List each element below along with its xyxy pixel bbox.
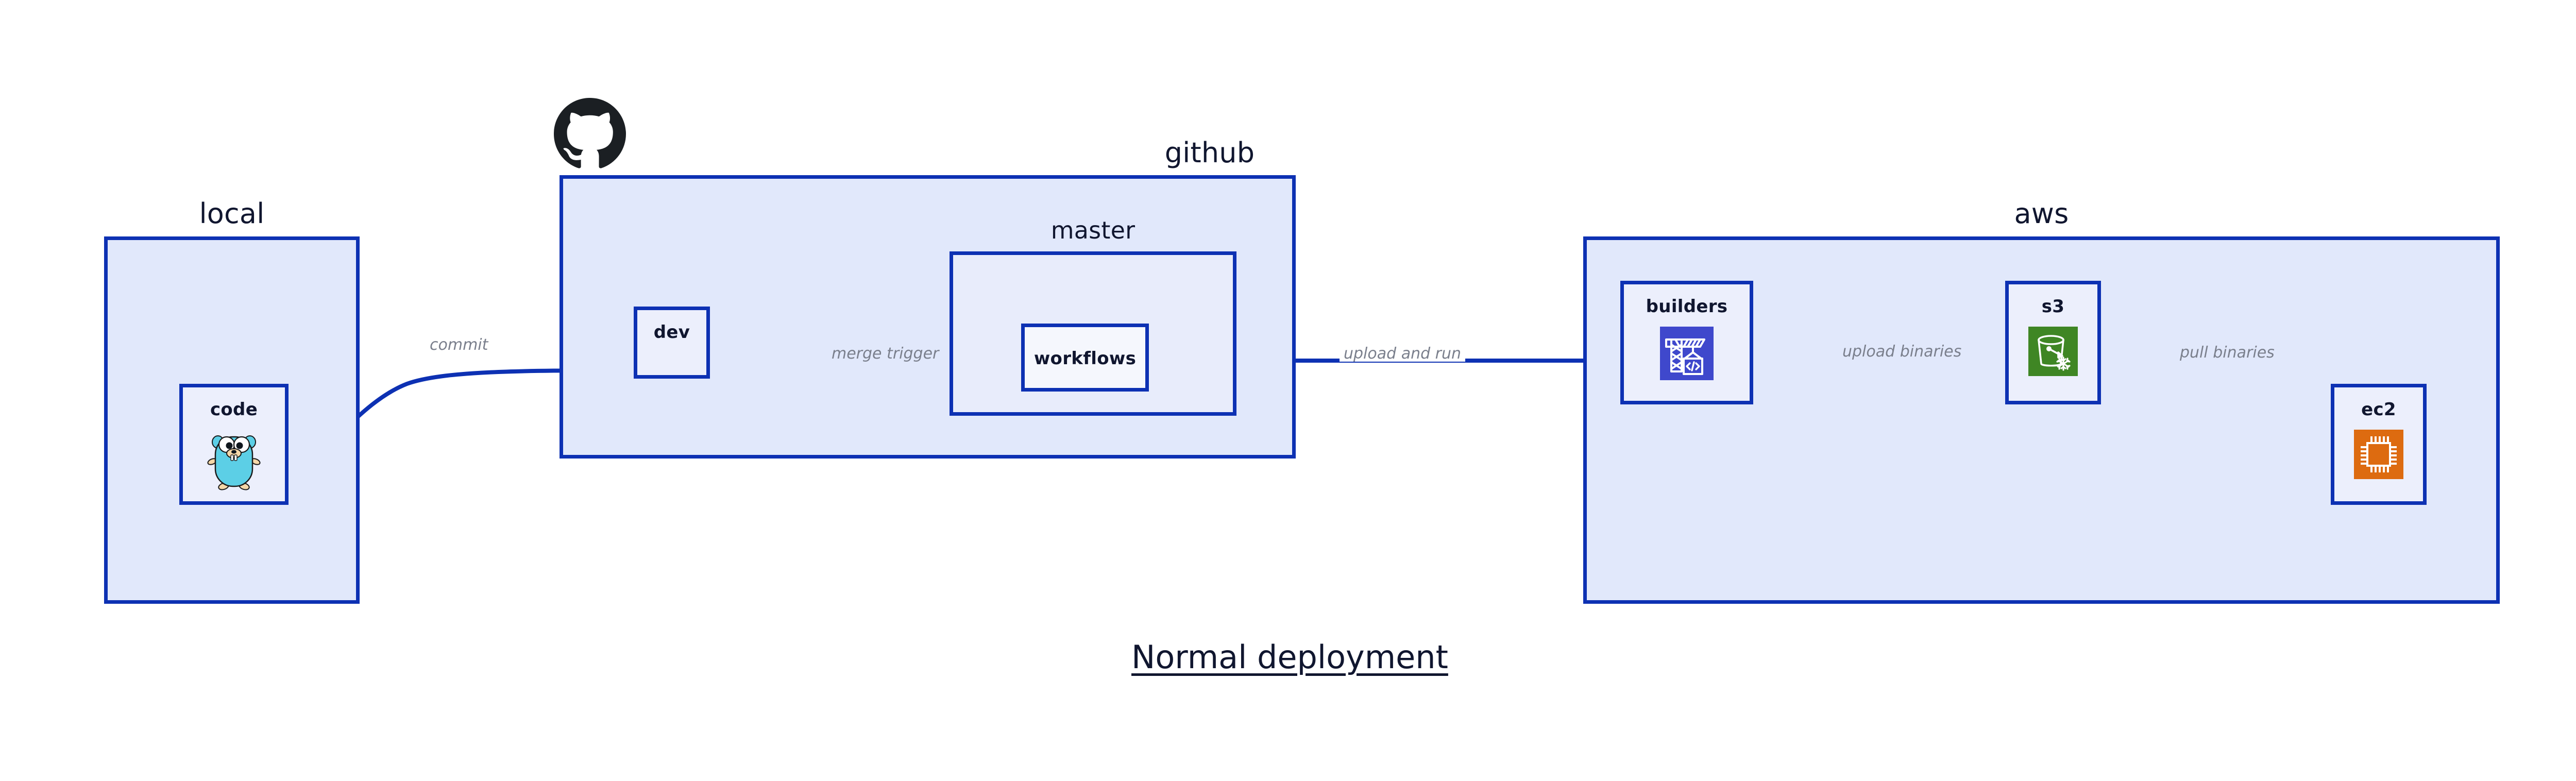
node-s3[interactable]: s3 — [2005, 281, 2101, 404]
edge-label-upload-and-run: upload and run — [1340, 346, 1466, 362]
node-ec2[interactable]: ec2 — [2331, 384, 2427, 505]
zone-label-master: master — [1050, 216, 1136, 244]
node-ec2-label: ec2 — [2361, 399, 2396, 420]
node-workflows-label: workflows — [1033, 348, 1137, 369]
aws-codebuild-crane-icon — [1660, 327, 1714, 380]
node-s3-label: s3 — [2041, 296, 2065, 317]
aws-ec2-chip-icon — [2354, 430, 2403, 479]
node-workflows[interactable]: workflows — [1021, 324, 1149, 392]
aws-s3-glacier-bucket-icon — [2028, 327, 2078, 376]
edge-label-merge-trigger: merge trigger — [827, 346, 943, 362]
go-gopher-icon — [207, 430, 261, 493]
edge-label-commit: commit — [427, 337, 492, 353]
edge-label-pull-binaries: pull binaries — [2180, 344, 2275, 362]
diagram-title: Normal deployment — [1131, 638, 1448, 676]
node-builders[interactable]: builders — [1620, 281, 1753, 404]
node-builders-label: builders — [1646, 296, 1728, 317]
node-dev[interactable]: dev — [634, 307, 710, 379]
github-octocat-logo — [554, 98, 626, 172]
zone-label-local: local — [199, 197, 265, 230]
node-code[interactable]: code — [179, 384, 289, 505]
zone-label-github: github — [1164, 137, 1255, 169]
edge-label-upload-binaries: upload binaries — [1838, 344, 1966, 360]
node-code-label: code — [210, 399, 258, 420]
zone-label-aws: aws — [2014, 197, 2069, 230]
node-dev-label: dev — [653, 322, 690, 343]
